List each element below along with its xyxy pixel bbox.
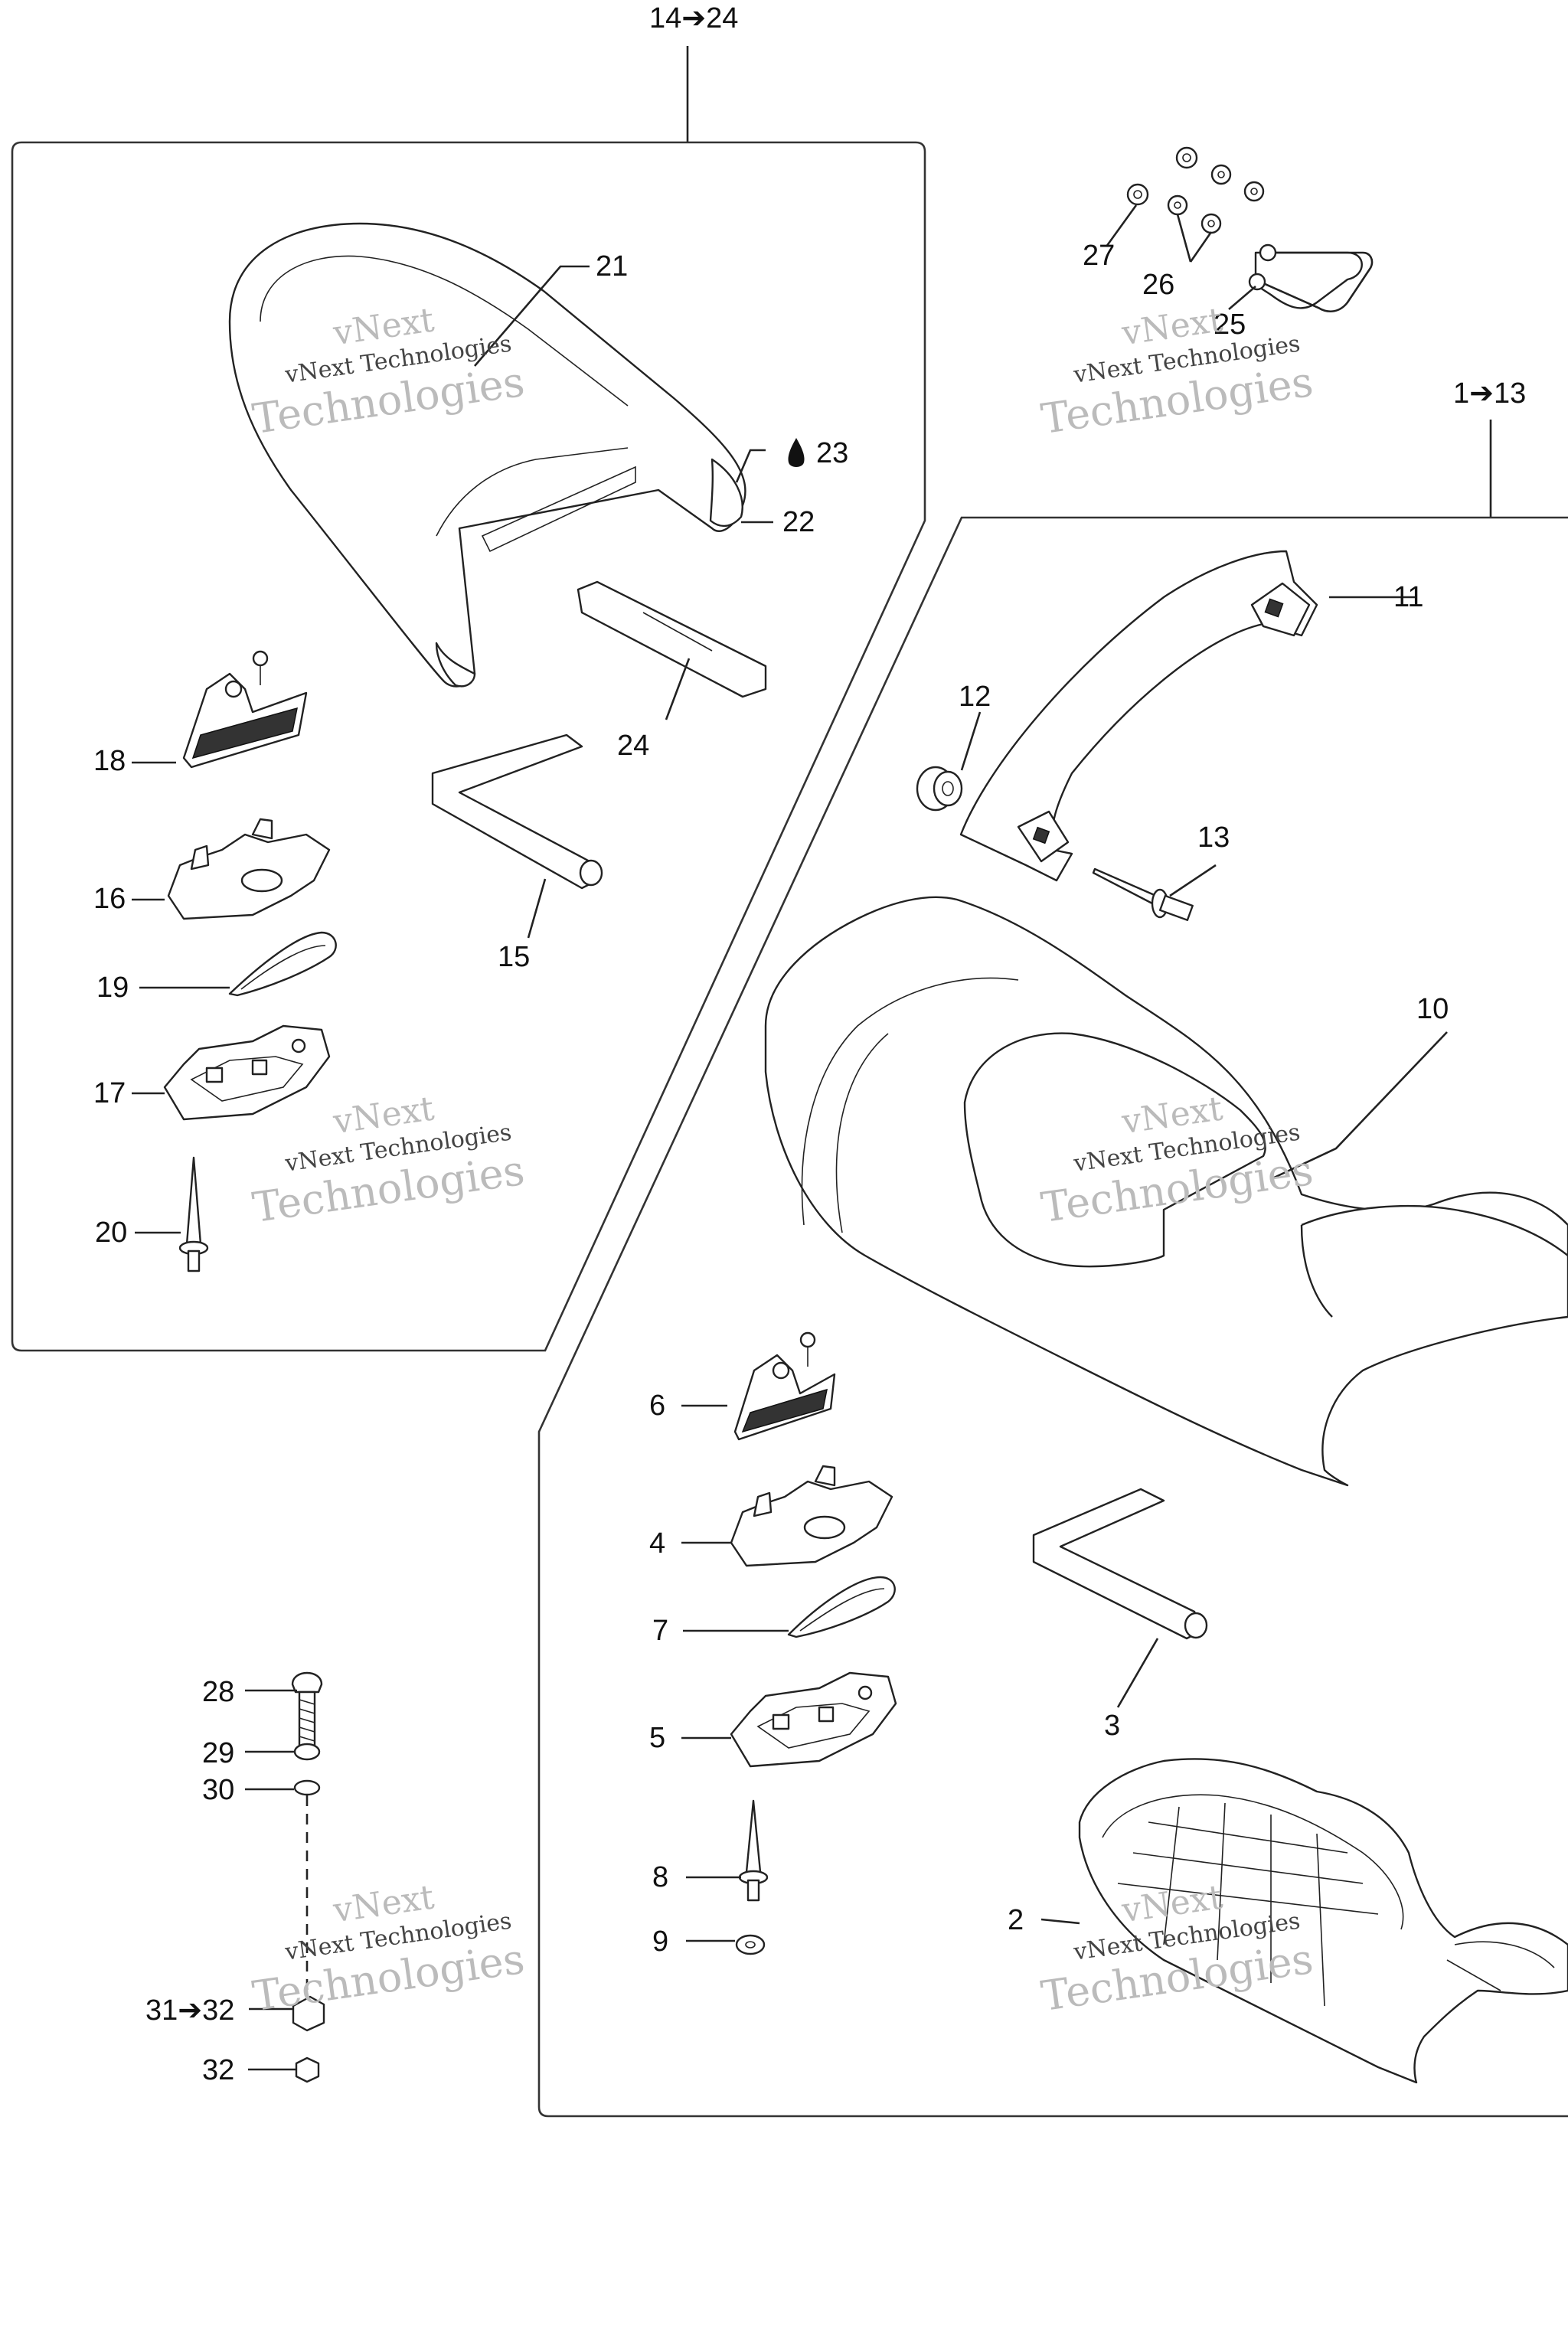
leader-lines bbox=[132, 204, 1448, 2071]
front-seat-group-frame bbox=[537, 420, 1568, 2118]
rear-seat-cushion bbox=[228, 222, 746, 688]
callout-24: 24 bbox=[617, 730, 649, 762]
rivet-8 bbox=[738, 1799, 769, 1902]
callout-15: 15 bbox=[498, 941, 530, 973]
callout-26: 26 bbox=[1142, 269, 1174, 301]
callout-5: 5 bbox=[649, 1722, 665, 1754]
callout-32: 32 bbox=[202, 2054, 234, 2086]
callout-17: 17 bbox=[93, 1077, 126, 1109]
callout-3: 3 bbox=[1104, 1710, 1120, 1742]
callout-12: 12 bbox=[959, 681, 991, 713]
callout-30: 30 bbox=[202, 1774, 234, 1806]
grab-handle-11 bbox=[959, 550, 1318, 882]
callout-25: 25 bbox=[1214, 309, 1246, 341]
seat-base-2 bbox=[1078, 1758, 1568, 2084]
callout-20: 20 bbox=[95, 1217, 127, 1249]
group-label-rear-seat: 14➔24 bbox=[649, 2, 738, 34]
callout-31-32: 31➔32 bbox=[145, 1994, 234, 2027]
watermark-2: vNext vNext Technologies Technologies bbox=[1038, 300, 1316, 443]
clip-19 bbox=[228, 931, 337, 997]
callout-19: 19 bbox=[96, 972, 129, 1004]
callout-22: 22 bbox=[782, 506, 815, 538]
rivet-20 bbox=[178, 1156, 209, 1272]
hook-rod-3 bbox=[1032, 1488, 1208, 1640]
latch-18 bbox=[182, 650, 308, 769]
callout-18: 18 bbox=[93, 745, 126, 777]
rear-seat-strap bbox=[577, 580, 767, 698]
base-5 bbox=[730, 1671, 897, 1768]
bolt-13 bbox=[1092, 867, 1194, 921]
callout-10: 10 bbox=[1416, 993, 1449, 1025]
callout-9: 9 bbox=[652, 1926, 668, 1958]
grommet-12 bbox=[916, 766, 963, 812]
base-17 bbox=[163, 1024, 331, 1121]
callout-21: 21 bbox=[596, 250, 628, 283]
plate-4 bbox=[730, 1465, 893, 1567]
watermark-3: vNext vNext Technologies Technologies bbox=[250, 1089, 528, 1232]
callout-6: 6 bbox=[649, 1390, 665, 1422]
callout-13: 13 bbox=[1197, 822, 1230, 854]
plate-16 bbox=[167, 818, 331, 920]
callout-7: 7 bbox=[652, 1615, 668, 1647]
rear-seat-group-frame bbox=[11, 46, 926, 1352]
watermark-5: vNext vNext Technologies Technologies bbox=[250, 1877, 528, 2020]
hardware-stack-28-32 bbox=[291, 1671, 325, 2083]
callout-11: 11 bbox=[1393, 581, 1423, 613]
callout-4: 4 bbox=[649, 1527, 665, 1560]
callout-16: 16 bbox=[93, 883, 126, 915]
hardware-25-27 bbox=[1126, 146, 1374, 313]
washer-9 bbox=[735, 1934, 766, 1955]
hook-rod-15 bbox=[431, 733, 603, 890]
latch-6 bbox=[733, 1331, 836, 1441]
callout-8: 8 bbox=[652, 1861, 668, 1893]
callout-29: 29 bbox=[202, 1737, 234, 1769]
callout-27: 27 bbox=[1083, 240, 1115, 272]
clip-7 bbox=[787, 1576, 896, 1638]
front-seat-cushion bbox=[764, 896, 1568, 1487]
callout-28: 28 bbox=[202, 1676, 234, 1708]
group-label-front-seat: 1➔13 bbox=[1453, 377, 1526, 410]
callout-23: 23 bbox=[816, 437, 848, 469]
callout-2: 2 bbox=[1008, 1904, 1024, 1936]
oil-drop-icon bbox=[788, 438, 805, 467]
callout-labels: 21 23 22 24 18 16 19 17 20 15 27 26 25 1… bbox=[93, 240, 1449, 2086]
